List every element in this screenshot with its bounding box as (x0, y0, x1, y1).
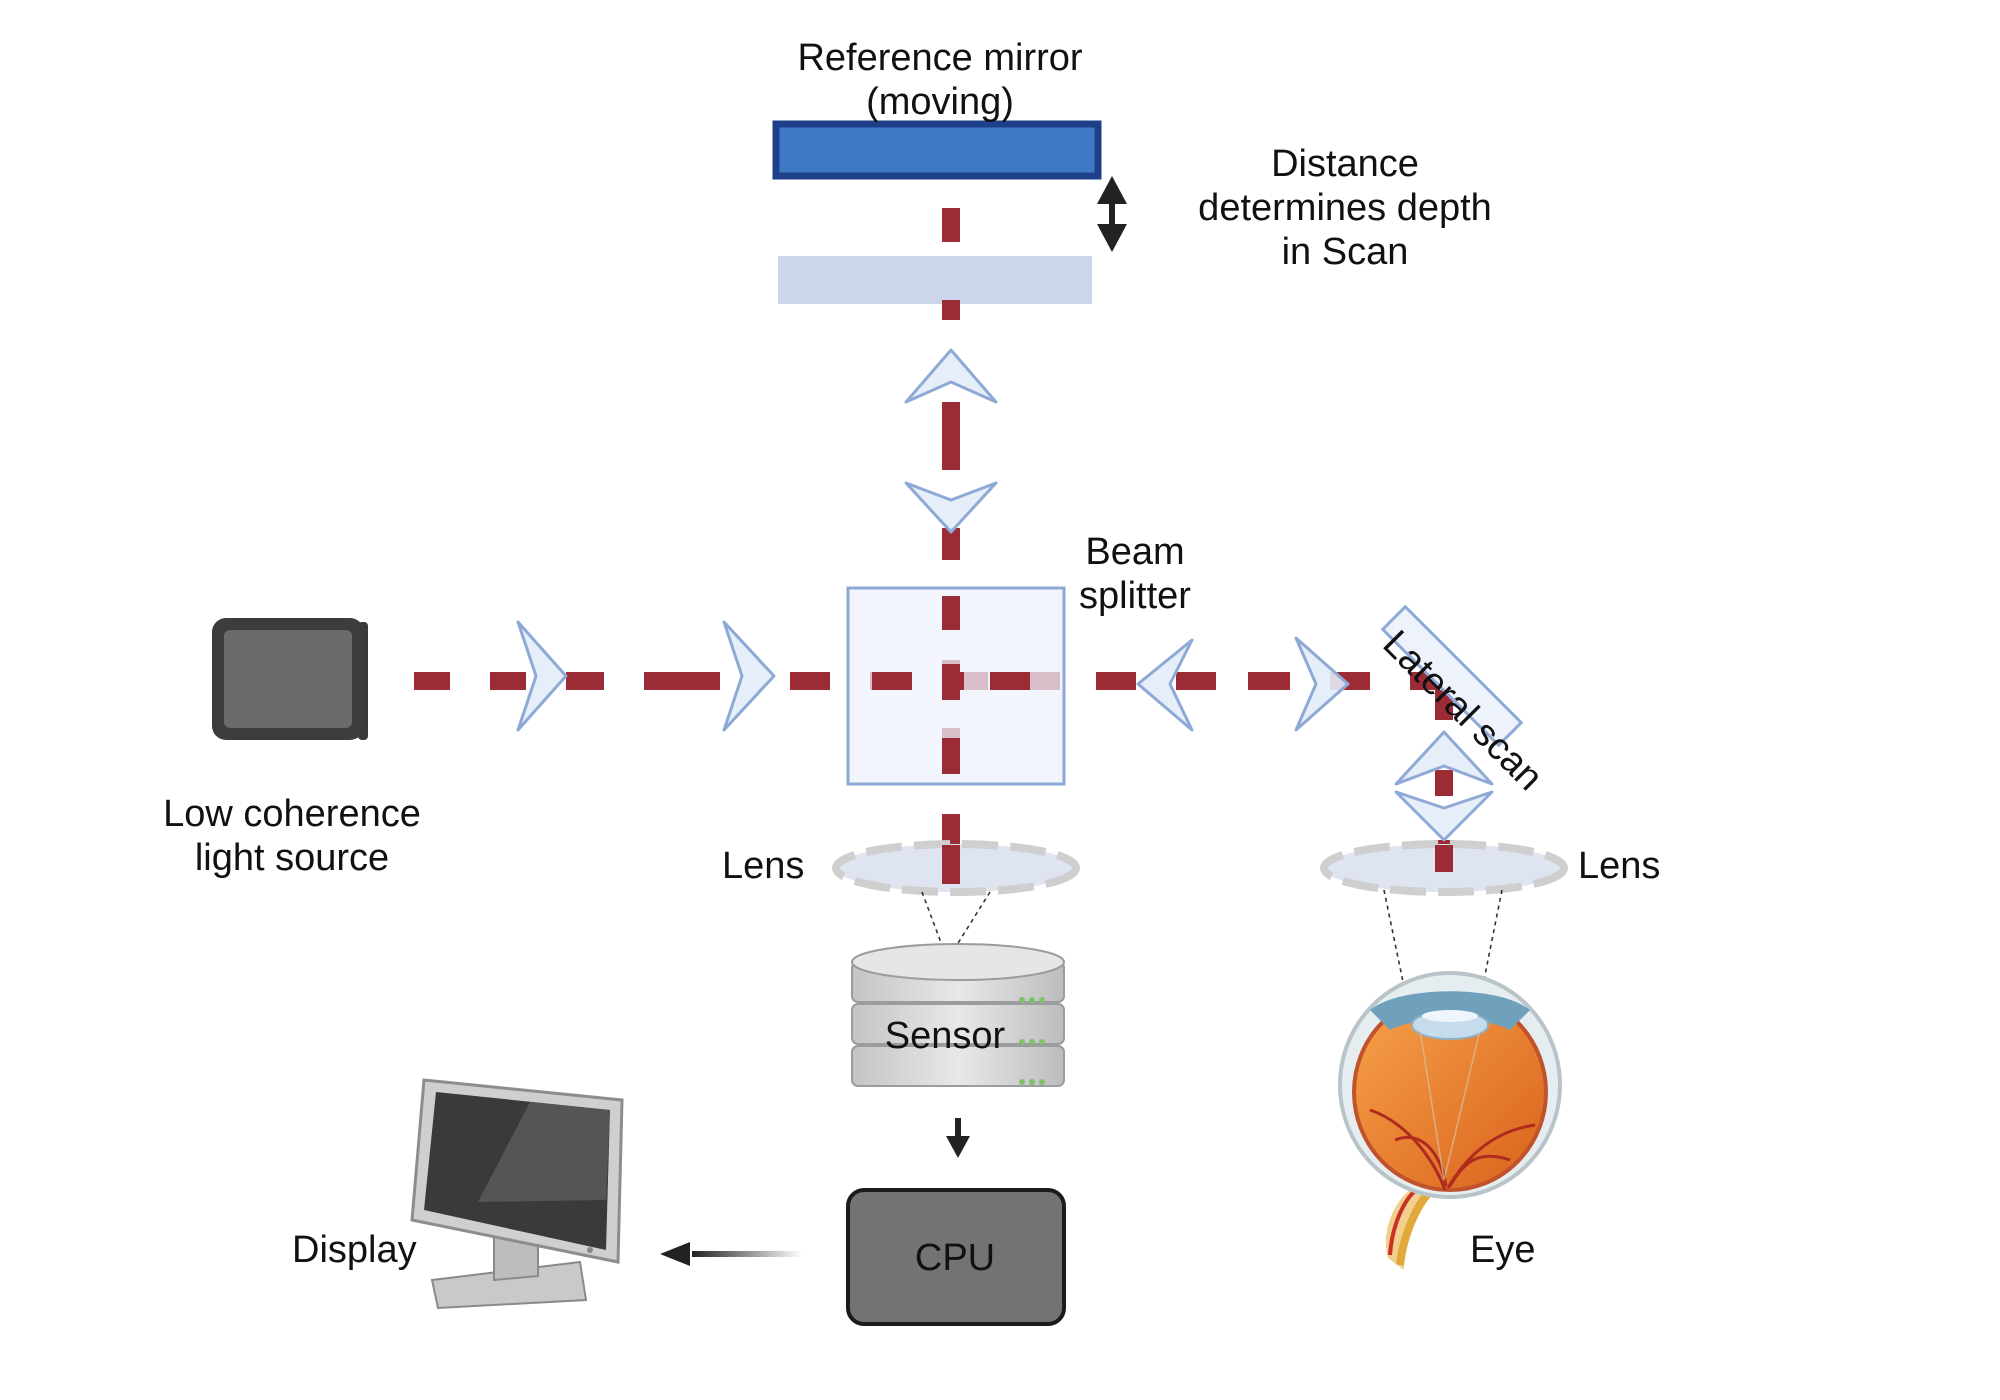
light-source-icon (212, 618, 368, 740)
cpu-icon (846, 1188, 1066, 1326)
eye-icon (1338, 971, 1562, 1270)
distance-arrow-icon (1097, 176, 1127, 252)
reference-mirror-icon (772, 120, 1102, 180)
lens-right-label: Lens (1578, 845, 1661, 887)
sensor-to-cpu-arrow-icon (946, 1118, 970, 1158)
display-label: Display (292, 1229, 417, 1271)
eye-label: Eye (1470, 1229, 1536, 1271)
light-source-label: Low coherence light source (163, 793, 421, 879)
monitor-icon (410, 1078, 624, 1310)
distance-note-label: Distance determines depth in Scan (1198, 143, 1492, 273)
sensor-label: Sensor (884, 1015, 1006, 1057)
cpu-label: CPU (914, 1237, 996, 1279)
lateral-scan-mirror-icon (1380, 604, 1524, 748)
reference-mirror-label: Reference mirror (moving) (797, 37, 1083, 123)
reference-mirror-ghost (778, 256, 1092, 304)
cpu-to-display-arrow-icon (660, 1242, 802, 1266)
chevron-icons (516, 348, 1494, 842)
sensor-icon (851, 943, 1065, 1087)
lens-left-label: Lens (722, 845, 805, 887)
beam-splitter-label: Beam splitter (1079, 531, 1191, 617)
